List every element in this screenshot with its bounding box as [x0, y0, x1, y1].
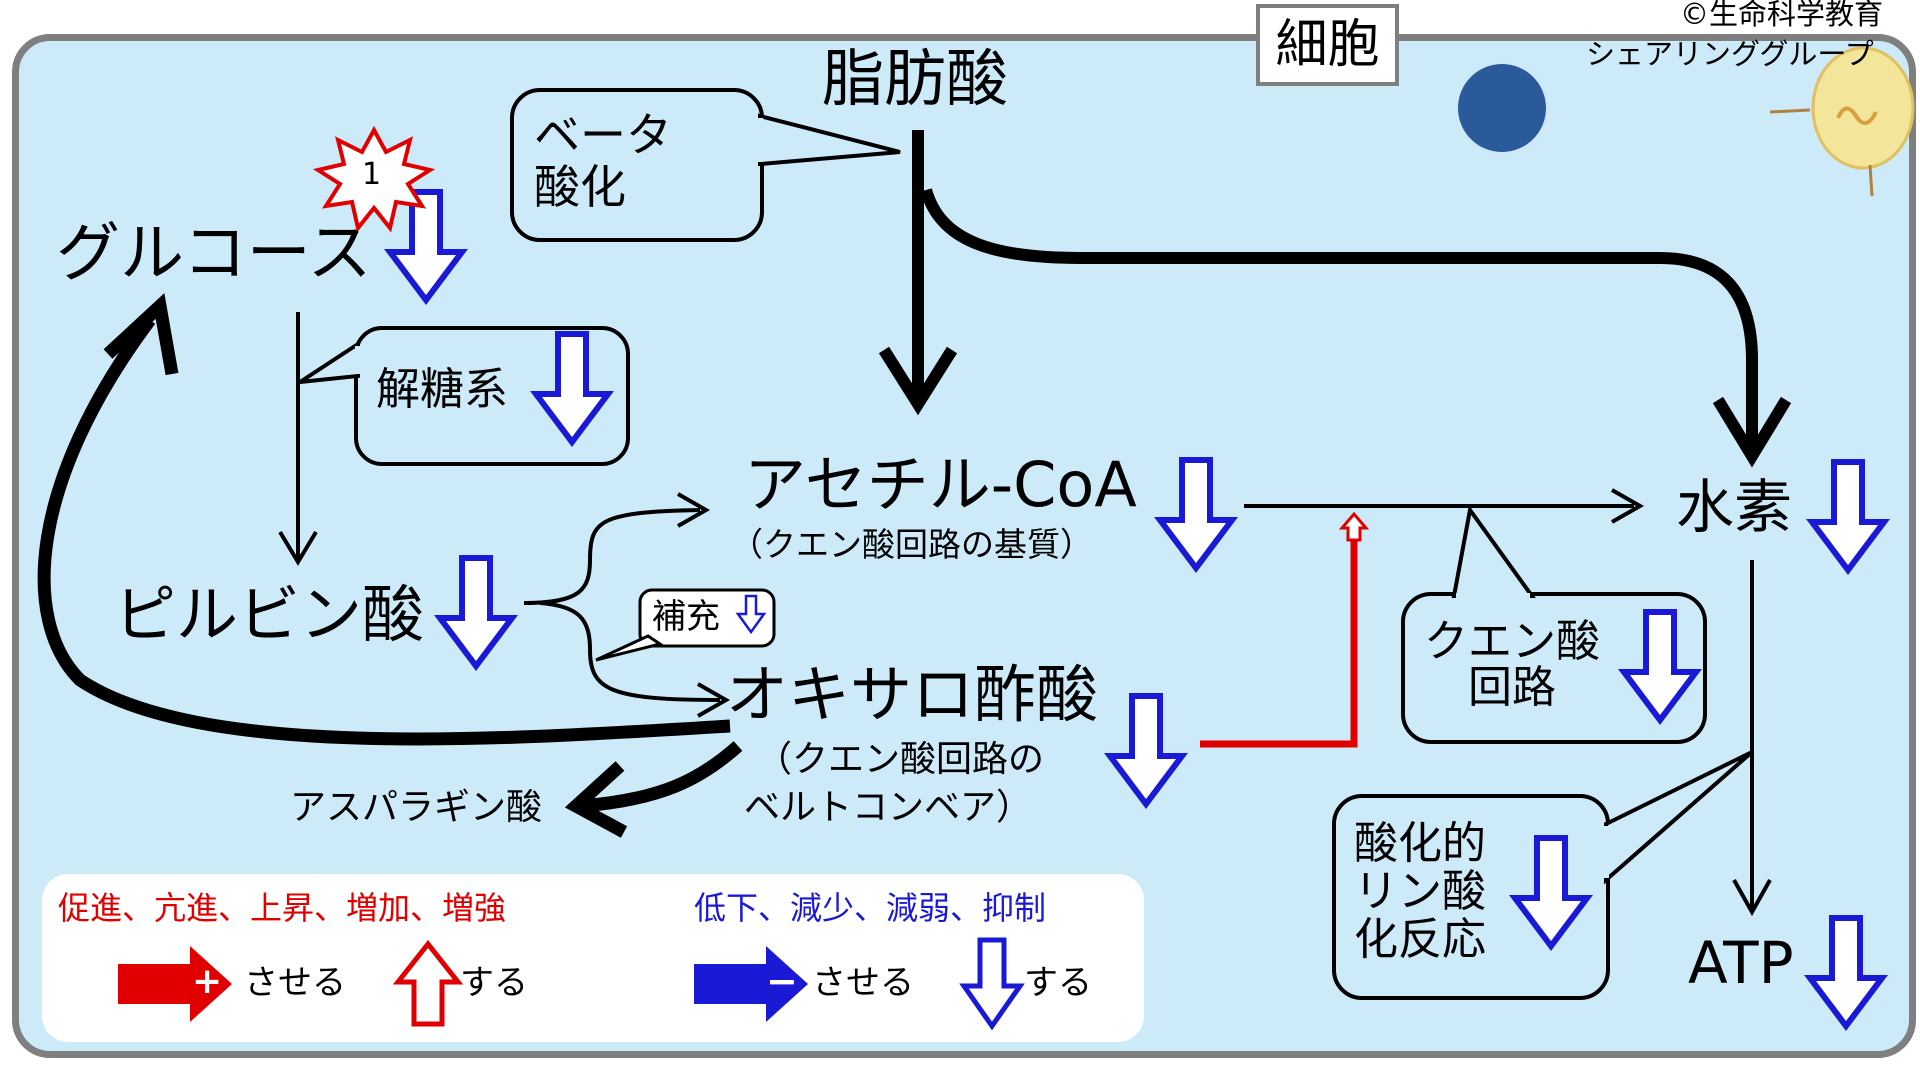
fatty-acid-to-hydrogen-arrow	[920, 188, 1792, 468]
pyruvate-to-acetyl-arrow	[523, 492, 711, 605]
cell-label: 細胞	[1256, 4, 1399, 86]
fatty-acid-to-acetyl-arrow	[878, 200, 958, 416]
down-arrow-icon	[735, 594, 767, 635]
callout-replenish-text: 補充	[652, 597, 720, 637]
nucleus-icon	[1458, 64, 1546, 152]
callout-beta-oxidation	[510, 88, 901, 242]
node-hydrogen: 水素	[1676, 473, 1793, 541]
oxaloacetate-to-glucose-arrow	[37, 293, 731, 746]
legend-decrease-causes: させる	[812, 963, 914, 1003]
legend-plus-sign: +	[192, 961, 223, 1002]
legend-increase-title: 促進、亢進、上昇、増加、増強	[58, 889, 507, 927]
oxaloacetate-to-aspartate-arrow	[564, 741, 743, 838]
node-glucose: グルコース	[56, 217, 372, 291]
legend-increase-does: する	[460, 963, 528, 1003]
callout-beta-text-2: 酸化	[534, 160, 626, 214]
down-arrow-icon	[1110, 696, 1182, 804]
node-aspartate: アスパラギン酸	[290, 787, 543, 828]
node-oxaloacetate: オキサロ酢酸	[726, 658, 1099, 731]
down-arrow-icon	[1812, 462, 1884, 570]
callout-oxphos-text-3: 化反応	[1354, 914, 1486, 965]
callout-tca	[1401, 505, 1707, 744]
copyright-line1: ©生命科学教育	[1680, 0, 1884, 31]
down-arrow-icon	[1810, 918, 1882, 1026]
node-acetyl-coa-note: （クエン酸回路の基質）	[730, 525, 1093, 564]
badge-number: 1	[362, 157, 382, 192]
node-oxaloacetate-note-2: ベルトコンベア）	[744, 787, 1033, 828]
callout-oxphos-text-1: 酸化的	[1354, 818, 1486, 869]
node-pyruvate: ピルビン酸	[114, 578, 425, 651]
callout-tca-text-1: クエン酸	[1424, 616, 1600, 667]
callout-oxphos-text-2: リン酸	[1354, 866, 1486, 917]
hydrogen-to-atp-arrow	[1732, 560, 1772, 917]
legend-decrease-title: 低下、減少、減弱、抑制	[694, 889, 1047, 927]
callout-beta-text-1: ベータ	[534, 108, 672, 162]
node-fatty-acid: 脂肪酸	[822, 42, 1009, 115]
legend-decrease-does: する	[1024, 963, 1092, 1003]
callout-replenish	[595, 588, 776, 662]
explosion-badge-icon	[312, 125, 436, 233]
oxaloacetate-promotes-tca-line	[1200, 536, 1358, 748]
node-acetyl-coa: アセチル-CoA	[744, 448, 1137, 521]
up-arrow-icon	[1338, 511, 1370, 542]
node-oxaloacetate-note-1: （クエン酸回路の	[756, 739, 1045, 780]
copyright-line2: シェアリンググループ	[1586, 37, 1874, 71]
acetyl-to-hydrogen-arrow	[1244, 488, 1645, 524]
node-atp: ATP	[1688, 929, 1794, 997]
legend-minus-sign: −	[766, 959, 798, 1003]
legend-increase-causes: させる	[244, 963, 346, 1003]
callout-tca-text-2: 回路	[1468, 662, 1556, 713]
down-arrow-icon	[390, 192, 462, 300]
pyruvate-to-oxaloacetate-arrow	[539, 601, 731, 718]
callout-glycolysis-text: 解糖系	[376, 364, 508, 415]
down-arrow-icon	[440, 558, 512, 666]
glycolysis-arrow	[278, 312, 318, 566]
down-arrow-icon	[1160, 460, 1232, 568]
chick-mascot-icon	[1769, 46, 1915, 197]
